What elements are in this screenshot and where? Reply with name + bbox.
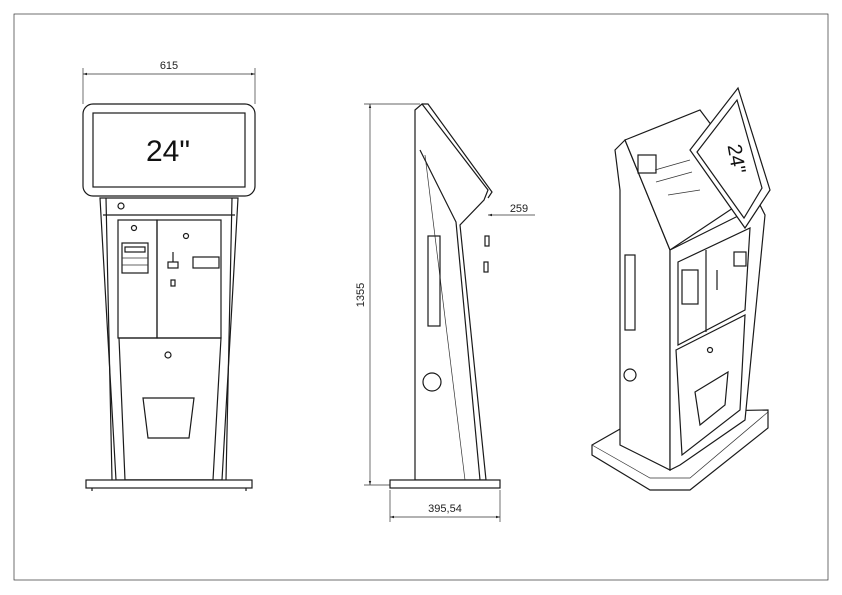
base-side (389, 479, 501, 489)
height-label: 1355 (355, 283, 367, 307)
front-panel-edge (419, 149, 481, 481)
lower-door-lock-icon (164, 351, 172, 359)
dispenser-slot (142, 397, 195, 439)
depth-top-label: 259 (510, 203, 528, 215)
lock-icon (117, 202, 125, 210)
card-reader-iso (733, 251, 747, 267)
side-panel-edge (424, 154, 466, 481)
side-vent (422, 372, 442, 392)
screen-iso (696, 98, 763, 220)
top-depth-dimension: 259 (488, 203, 535, 217)
monitor-side (422, 103, 493, 199)
printer-door-lock-icon (130, 224, 138, 232)
width-label: 615 (160, 60, 178, 72)
upper-doors-iso (677, 227, 751, 346)
coin-return (170, 279, 176, 287)
lower-door-lock-icon-iso (706, 346, 714, 354)
lower-door-iso (675, 313, 746, 457)
side-vent-iso (623, 368, 637, 382)
card-reader-side (484, 235, 490, 247)
base-depth-label: 395,54 (428, 503, 462, 515)
side-panel-iso (624, 254, 636, 331)
side-panel (427, 235, 441, 327)
side-view: 1355 259 395,54 (355, 103, 535, 522)
card-reader (192, 256, 220, 269)
internal-components (654, 159, 701, 196)
iso-screen-size-label: 24" (723, 143, 750, 176)
monitor-iso (689, 86, 771, 230)
coin-slot-side (483, 261, 489, 273)
base-iso-edge (591, 411, 769, 479)
screen (92, 112, 246, 188)
iso-view: 24" (591, 86, 771, 491)
bill-slot (124, 246, 146, 253)
front-view: 615 24" (82, 60, 256, 491)
screen-size-label: 24" (146, 135, 190, 168)
width-dimension: 615 (82, 60, 256, 104)
bill-acceptor-iso (681, 269, 699, 305)
fan-icon (637, 154, 657, 174)
base-front (85, 479, 253, 489)
body-frame-lines (105, 197, 233, 481)
payment-door-lock-icon (182, 232, 190, 240)
monitor-front (82, 103, 256, 197)
base-depth-dimension: 395,54 (389, 490, 501, 522)
dispenser-iso (694, 370, 729, 427)
height-dimension: 1355 (355, 103, 420, 486)
drawing-frame (13, 13, 829, 581)
